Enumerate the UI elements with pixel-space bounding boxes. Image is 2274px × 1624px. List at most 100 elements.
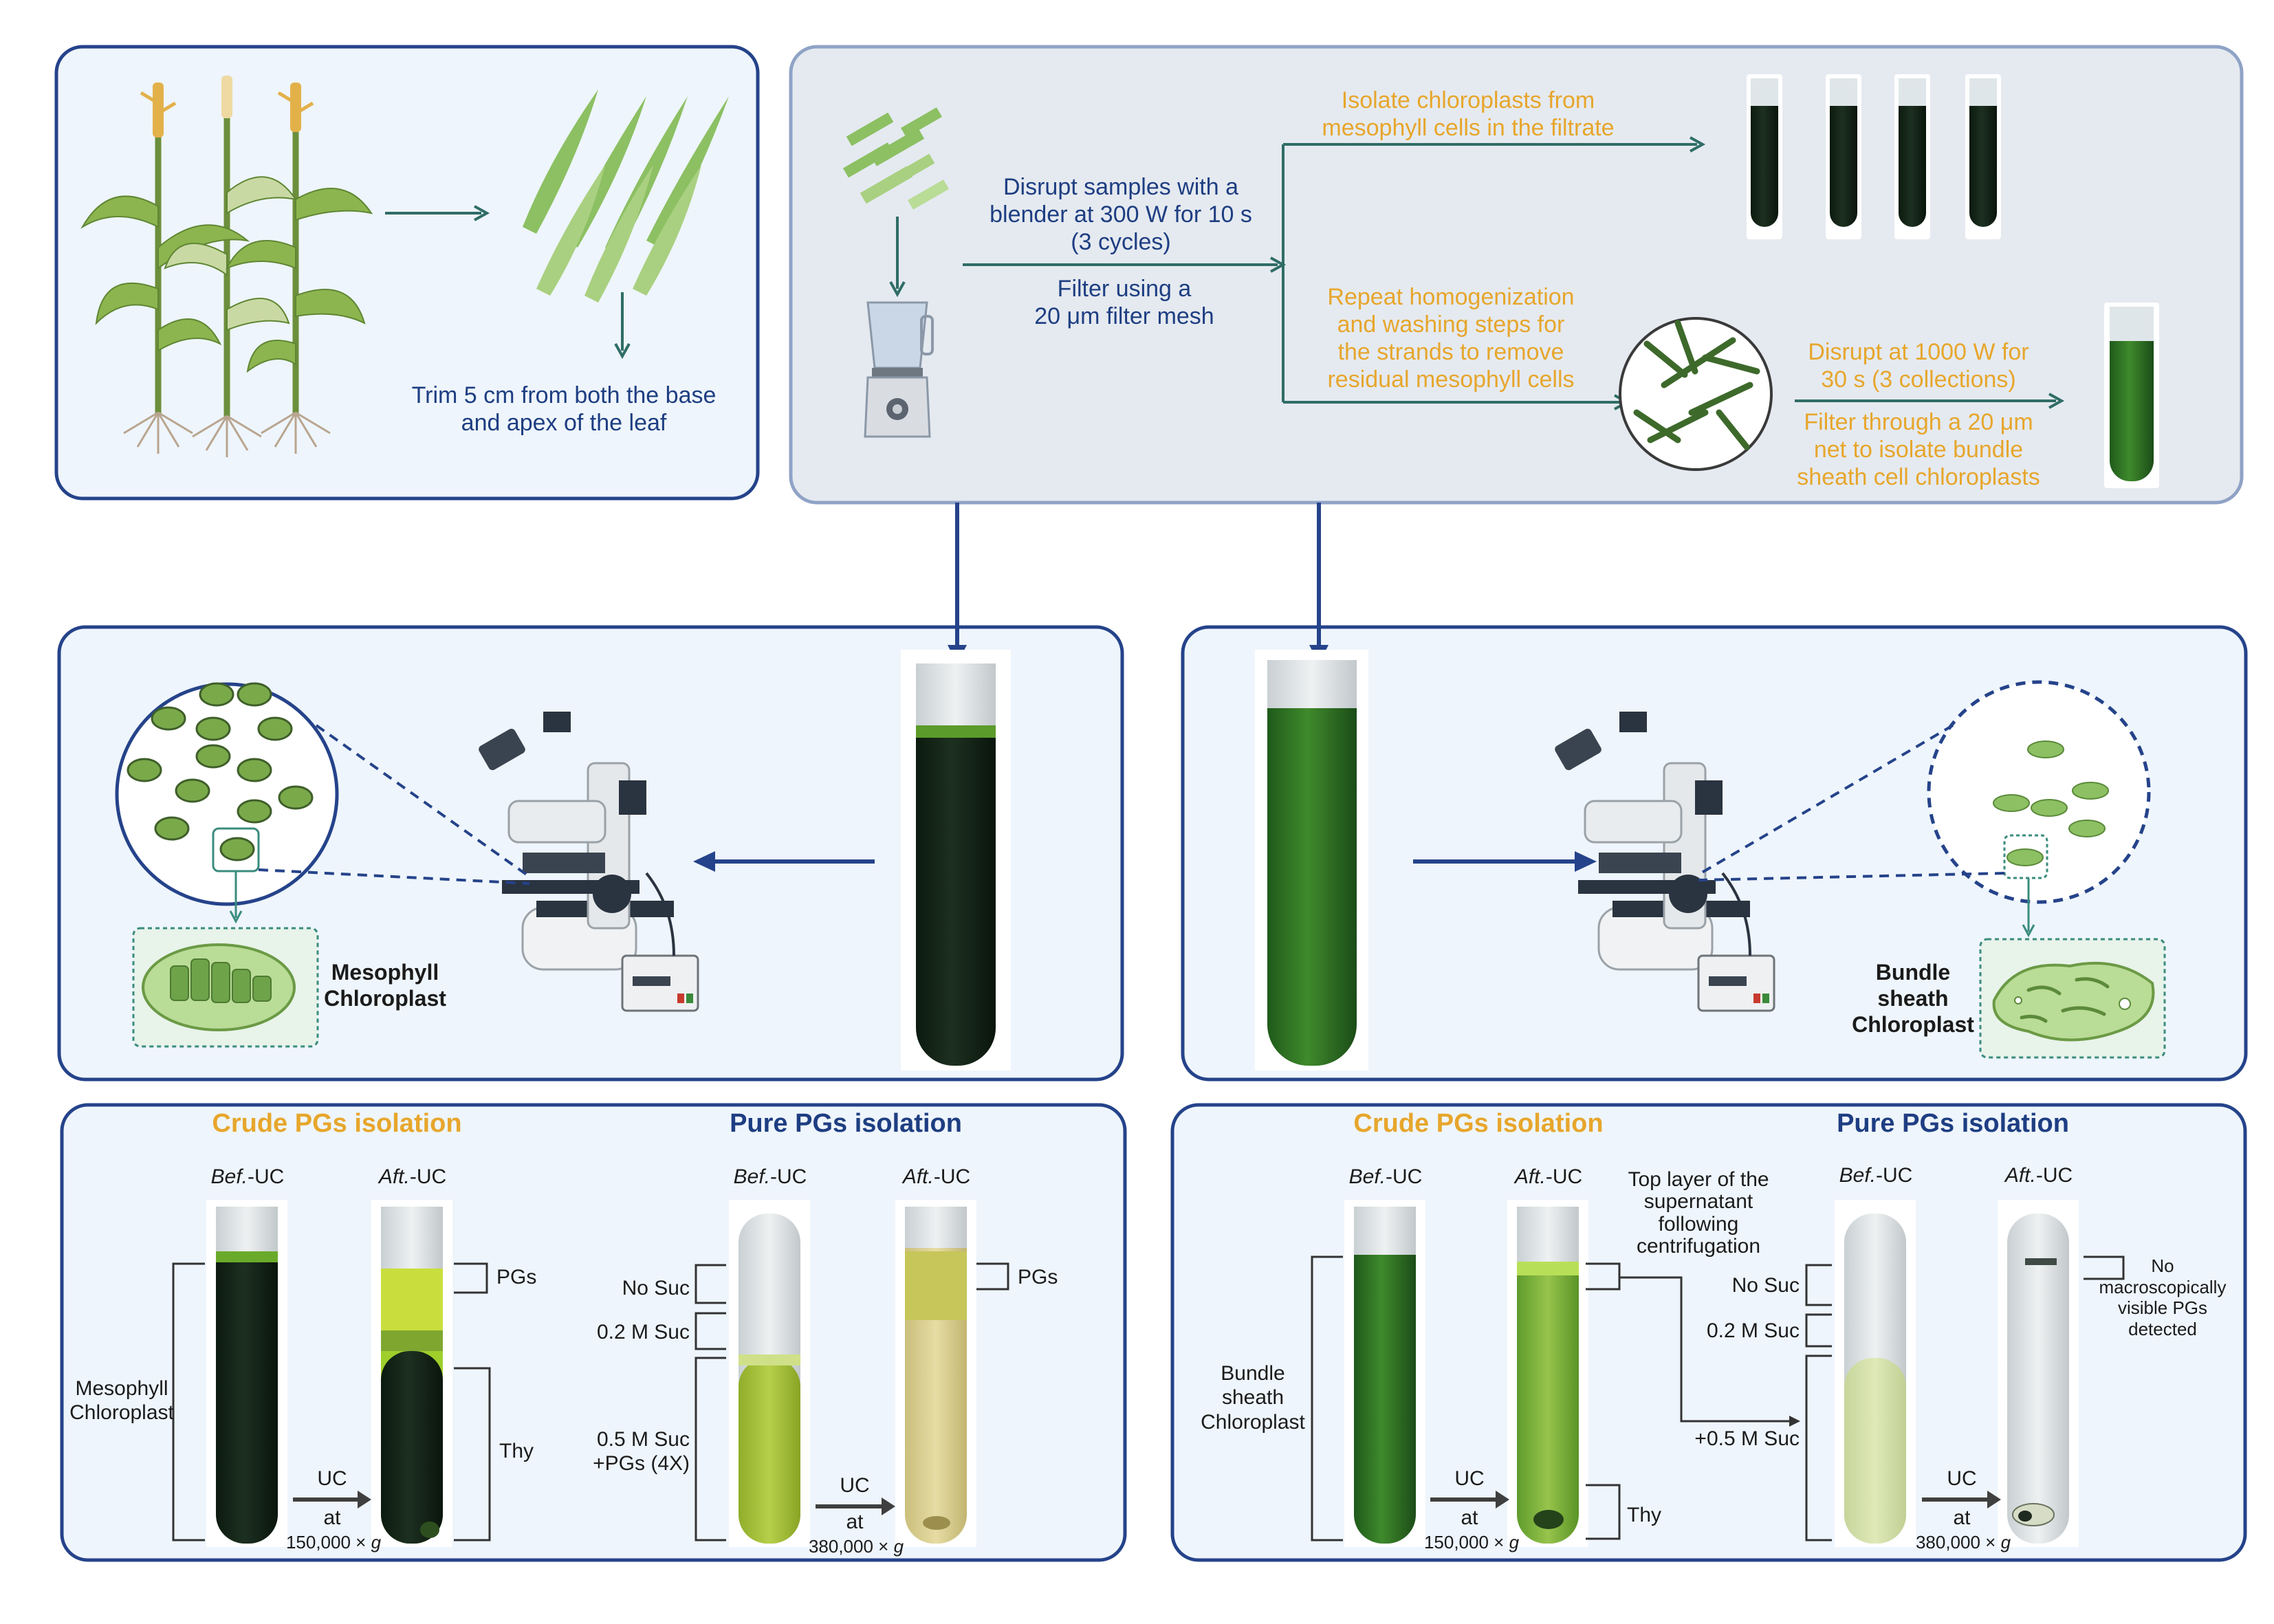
speed-value-3: 150,000 × [1423, 1532, 1505, 1552]
top-layer-line-4: centrifugation [1636, 1235, 1761, 1258]
trim-line-1: Trim 5 cm from both the base [411, 382, 717, 408]
arrow-tube-to-microscope-right-head [1575, 851, 1597, 872]
bs-sample-line-2: sheath [1221, 1386, 1284, 1409]
trim-instruction: Trim 5 cm from both the base and apex of… [375, 382, 753, 437]
maize-plants-illustration [80, 76, 373, 457]
suc-02-label-right: 0.2 M Suc [1706, 1319, 1800, 1342]
bundle-label-line-2: sheath [1877, 985, 1949, 1011]
small-bundle-tube [2104, 303, 2159, 488]
bs-aft-uc-tube [1507, 1200, 1588, 1547]
disrupt2-line-2: 30 s (3 collections) [1821, 366, 2016, 393]
panel-separation-frame [789, 45, 2244, 505]
zoom-lines-left [258, 724, 531, 885]
bundle-label-line-3: Chloroplast [1852, 1011, 1974, 1037]
no-pgs-line-2: macroscopically [2099, 1276, 2227, 1297]
uc-suffix: -UC [1386, 1165, 1423, 1188]
filter2-line-2: net to isolate bundle [1813, 437, 2024, 463]
uc-suffix: -UC [933, 1165, 971, 1188]
microscope-right-icon [1555, 712, 1775, 1012]
filter-line-2: 20 μm filter mesh [1034, 303, 1214, 330]
suc-05-line-2: +PGs (4X) [593, 1452, 690, 1475]
mp-pure-bef-uc-label: Bef.-UC [715, 1165, 825, 1189]
trim-line-2: and apex of the leaf [461, 410, 667, 437]
uc-label-2: UC [840, 1474, 870, 1497]
repeat-line-1: Repeat homogenization [1327, 284, 1575, 310]
panel-bundle-pgs-frame [1170, 1103, 2247, 1562]
repeat-line-4: residual mesophyll cells [1327, 366, 1575, 393]
bundle-label-line-1: Bundle [1875, 960, 1951, 985]
speed-label-2: 380,000 × g [784, 1536, 928, 1557]
uc-arrows-left [293, 1491, 895, 1515]
bef-prefix: Bef. [1348, 1165, 1386, 1188]
uc-label-4: UC [1947, 1467, 1977, 1490]
bs-pure-bef-uc-label: Bef.-UC [1821, 1163, 1931, 1187]
mp-sample-line-2: Chloroplast [69, 1401, 174, 1425]
repeat-instruction: Repeat homogenization and washing steps … [1293, 283, 1609, 393]
mesophyll-chloroplast-label: Mesophyll Chloroplast [309, 960, 461, 1012]
bef-prefix: Bef. [1839, 1164, 1877, 1187]
mp-pure-aft-uc-label: Aft.-UC [882, 1165, 992, 1189]
panel-harvest-frame [54, 45, 760, 501]
strands-circle-icon [1619, 317, 1773, 471]
bs-bef-uc-label: Bef.-UC [1331, 1165, 1441, 1189]
g-unit: g [893, 1536, 904, 1557]
uc-suffix: -UC [770, 1165, 807, 1188]
isolate-line-1: Isolate chloroplasts from [1341, 87, 1595, 113]
uc-label-3: UC [1454, 1467, 1485, 1490]
disrupt2-line-1: Disrupt at 1000 W for [1808, 339, 2029, 365]
no-pgs-line-1: No [2151, 1255, 2174, 1276]
g-unit: g [1509, 1532, 1520, 1552]
speed-label-3: 150,000 × g [1399, 1532, 1544, 1553]
aft-prefix: Aft. [2004, 1164, 2036, 1187]
disrupt-instruction: Disrupt samples with a blender at 300 W … [952, 173, 1289, 256]
at-label-3: at [1461, 1506, 1478, 1529]
filter-instruction: Filter using a 20 μm filter mesh [973, 275, 1276, 330]
no-pgs-note: No macroscopically visible PGs detected [2084, 1255, 2242, 1340]
uc-suffix: -UC [248, 1165, 285, 1188]
repeat-line-3: the strands to remove [1337, 339, 1564, 366]
bs-sample-line-3: Chloroplast [1201, 1410, 1305, 1434]
crude-pgs-title-right: Crude PGs isolation [1353, 1109, 1604, 1138]
aft-prefix: Aft. [378, 1165, 410, 1188]
cut-leaves-illustration [523, 89, 729, 303]
g-unit: g [2000, 1532, 2011, 1552]
bs-sample-line-1: Bundle [1221, 1362, 1285, 1385]
pure-pgs-title-left: Pure PGs isolation [730, 1109, 962, 1138]
isolate-line-2: mesophyll cells in the filtrate [1322, 115, 1615, 142]
isolate-instruction: Isolate chloroplasts from mesophyll cell… [1276, 87, 1661, 142]
suc-05-label-left: 0.5 M Suc +PGs (4X) [564, 1427, 690, 1476]
thy-label-left: Thy [499, 1440, 534, 1462]
bs-pure-aft-uc-tube [1998, 1200, 2079, 1547]
uc-suffix: -UC [1876, 1164, 1913, 1187]
no-pgs-line-3: visible PGs [2117, 1297, 2208, 1319]
at-label-4: at [1953, 1506, 1971, 1529]
bs-bef-uc-tube [1344, 1200, 1425, 1547]
bundle-magnified-view [1927, 680, 2151, 938]
top-layer-line-2: supernatant [1643, 1190, 1753, 1214]
bs-aft-uc-label: Aft.-UC [1494, 1165, 1604, 1189]
mp-bef-uc-tube [206, 1200, 287, 1547]
pure-pgs-title-right: Pure PGs isolation [1837, 1109, 2069, 1138]
disrupt2-instruction: Disrupt at 1000 W for 30 s (3 collection… [1781, 338, 2056, 393]
disrupt-line-2: blender at 300 W for 10 s [990, 201, 1252, 228]
arrow-leaves-to-blender-head [889, 281, 906, 298]
transfer-arrow-right-head [1789, 1416, 1800, 1427]
at-label-1: at [323, 1506, 341, 1529]
brackets-right [1311, 1255, 2125, 1541]
uc-arrows-right [1430, 1491, 2001, 1508]
filter2-line-3: sheath cell chloroplasts [1797, 464, 2040, 491]
leaf-pieces-icon [842, 107, 949, 210]
microscope-left-icon [479, 712, 699, 1012]
arrow-branch-to-mesophyll-tubes-head [1690, 136, 1706, 153]
mesophyll-large-tube [901, 650, 1011, 1071]
bs-sample-label: Bundle sheath Chloroplast [1184, 1361, 1322, 1434]
repeat-line-2: and washing steps for [1337, 311, 1565, 338]
blender-icon [864, 301, 934, 438]
bundle-large-tube [1255, 650, 1368, 1071]
arrow-plant-to-leaves-head [474, 205, 490, 221]
mp-sample-line-1: Mesophyll [75, 1377, 168, 1400]
uc-suffix: -UC [2035, 1164, 2073, 1187]
mp-aft-uc-label: Aft.-UC [358, 1165, 468, 1189]
crude-pgs-title-left: Crude PGs isolation [212, 1109, 462, 1138]
